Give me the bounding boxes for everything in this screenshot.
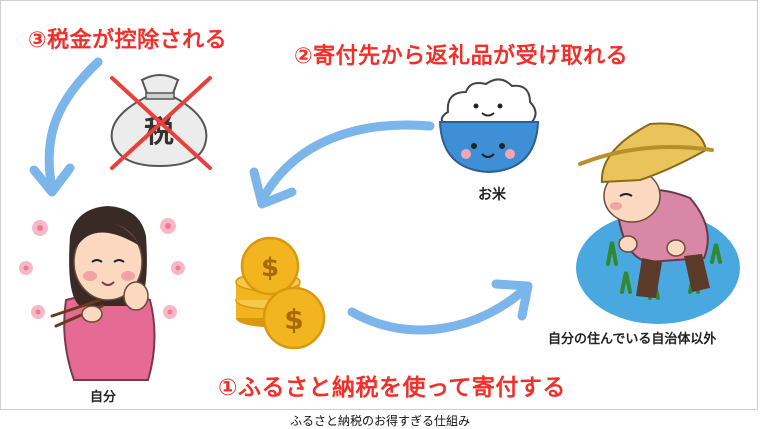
arrow-donation-to-local (347, 283, 531, 335)
arrow-gift-to-self (257, 120, 435, 205)
rice-label: お米 (478, 187, 506, 203)
coin-stack-icon: $ $ (235, 236, 326, 350)
tax-bag-icon: 税 (110, 74, 212, 170)
dollar-glyph-top: $ (261, 253, 279, 283)
person-icon (50, 206, 156, 381)
local-gov-label: 自分の住んでいる自治体以外 (548, 332, 717, 347)
cross-line-b (110, 76, 212, 170)
arrow-tax-to-self (44, 57, 103, 193)
farmer-icon (576, 122, 740, 324)
arrow-gift-to-self-head (249, 167, 297, 209)
flower-icon (19, 218, 185, 319)
arrow-donation-to-local-head (491, 279, 533, 321)
figure-caption: ふるさと納税のお得すぎる仕組み (289, 414, 470, 428)
self-label: 自分 (90, 390, 117, 405)
step-1-title: ①ふるさと納税を使って寄付する (218, 375, 566, 401)
dollar-glyph-front: $ (284, 303, 303, 336)
rice-bowl-icon (438, 78, 540, 174)
step-3-title: ③税金が控除される (28, 28, 228, 53)
step-2-title: ②寄付先から返礼品が受け取れる (294, 44, 629, 69)
illustration-layer: 税 (19, 57, 740, 381)
arrow-tax-to-self-head (29, 163, 75, 197)
